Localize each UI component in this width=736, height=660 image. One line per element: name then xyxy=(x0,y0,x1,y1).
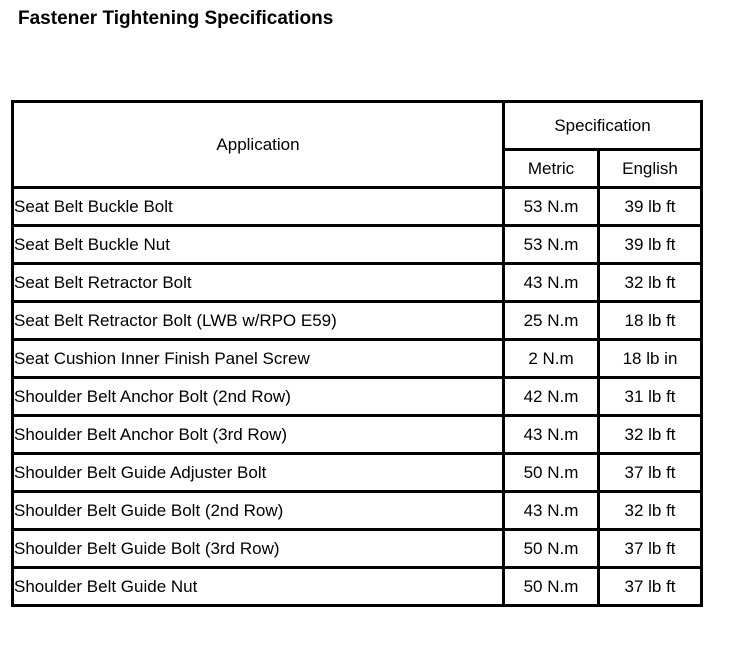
cell-metric-value: 43 N.m xyxy=(502,262,600,303)
cell-metric-value: 25 N.m xyxy=(502,300,600,341)
cell-english-value: 39 lb ft xyxy=(596,186,704,227)
cell-application: Shoulder Belt Guide Bolt (2nd Row) xyxy=(11,490,505,531)
column-header-metric: Metric xyxy=(502,148,600,189)
cell-english-value: 32 lb ft xyxy=(596,262,704,303)
table-row: Shoulder Belt Guide Bolt (2nd Row)43 N.m… xyxy=(11,490,704,531)
cell-metric-value: 50 N.m xyxy=(502,452,600,493)
table-row: Shoulder Belt Anchor Bolt (2nd Row)42 N.… xyxy=(11,376,704,417)
cell-english-value: 39 lb ft xyxy=(596,224,704,265)
fastener-specifications-table: Application Specification Metric English… xyxy=(11,100,704,607)
cell-metric-value: 43 N.m xyxy=(502,490,600,531)
column-header-application: Application xyxy=(11,100,505,189)
cell-application: Shoulder Belt Guide Bolt (3rd Row) xyxy=(11,528,505,569)
column-header-english: English xyxy=(596,148,704,189)
cell-metric-value: 53 N.m xyxy=(502,186,600,227)
cell-metric-value: 50 N.m xyxy=(502,566,600,607)
cell-english-value: 31 lb ft xyxy=(596,376,704,417)
cell-metric-value: 43 N.m xyxy=(502,414,600,455)
cell-application: Seat Belt Buckle Bolt xyxy=(11,186,505,227)
header-row-sub: Metric English xyxy=(13,148,704,189)
cell-english-value: 32 lb ft xyxy=(596,414,704,455)
cell-metric-value: 50 N.m xyxy=(502,528,600,569)
cell-english-value: 32 lb ft xyxy=(596,490,704,531)
specifications-table-container: Application Specification Metric English… xyxy=(11,100,704,607)
table-header: Application Specification Metric English xyxy=(11,100,704,189)
cell-metric-value: 42 N.m xyxy=(502,376,600,417)
page-title: Fastener Tightening Specifications xyxy=(18,8,334,29)
cell-english-value: 37 lb ft xyxy=(596,566,704,607)
cell-english-value: 18 lb ft xyxy=(596,300,704,341)
cell-english-value: 37 lb ft xyxy=(596,528,704,569)
cell-application: Shoulder Belt Guide Nut xyxy=(11,566,505,607)
cell-english-value: 18 lb in xyxy=(596,338,704,379)
table-row: Seat Belt Retractor Bolt (LWB w/RPO E59)… xyxy=(11,300,704,341)
column-header-specification: Specification xyxy=(501,100,704,151)
cell-metric-value: 2 N.m xyxy=(502,338,600,379)
cell-application: Seat Belt Retractor Bolt (LWB w/RPO E59) xyxy=(11,300,505,341)
cell-application: Shoulder Belt Anchor Bolt (3rd Row) xyxy=(11,414,505,455)
cell-application: Shoulder Belt Anchor Bolt (2nd Row) xyxy=(11,376,505,417)
cell-english-value: 37 lb ft xyxy=(596,452,704,493)
cell-application: Shoulder Belt Guide Adjuster Bolt xyxy=(11,452,505,493)
cell-application: Seat Belt Retractor Bolt xyxy=(11,262,505,303)
cell-application: Seat Cushion Inner Finish Panel Screw xyxy=(11,338,505,379)
header-row-top: Application Specification xyxy=(11,100,704,189)
cell-metric-value: 53 N.m xyxy=(502,224,600,265)
table-row: Shoulder Belt Anchor Bolt (3rd Row)43 N.… xyxy=(11,414,704,455)
table-row: Shoulder Belt Guide Bolt (3rd Row)50 N.m… xyxy=(11,528,704,569)
cell-application: Seat Belt Buckle Nut xyxy=(11,224,505,265)
